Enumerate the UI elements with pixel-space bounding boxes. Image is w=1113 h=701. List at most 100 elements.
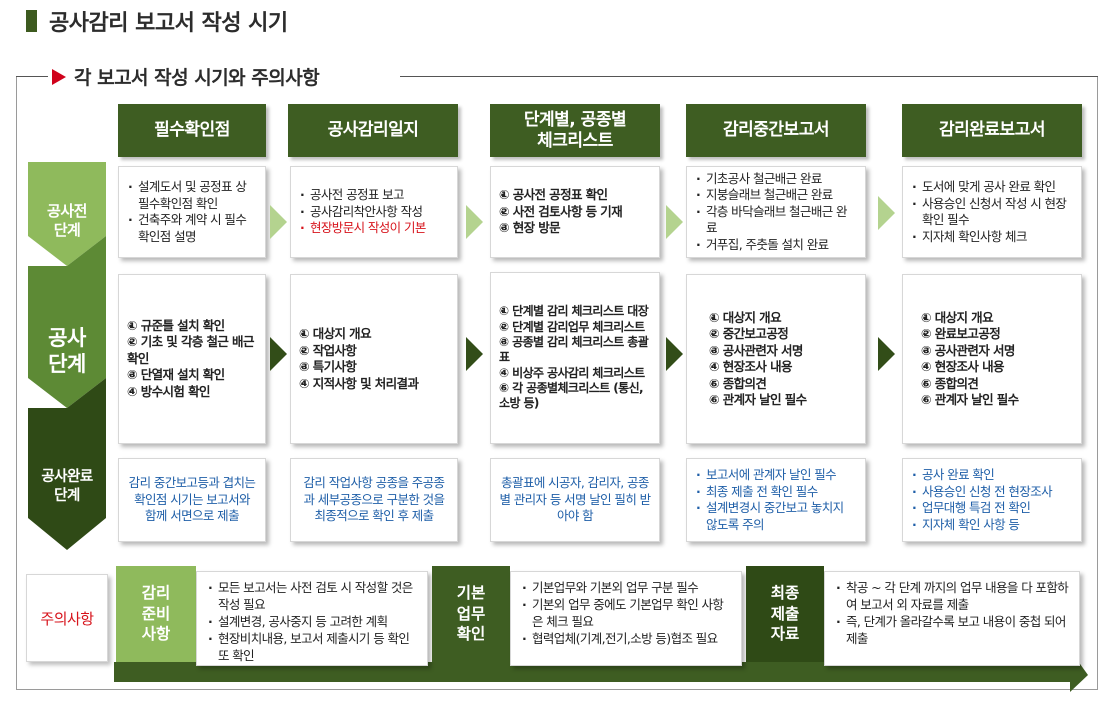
- list-item: ④ 지적사항 및 처리결과: [299, 376, 449, 393]
- list-item: ② 작업사항: [299, 343, 449, 360]
- section-header: 각 보고서 작성 시기와 주의사항: [48, 63, 330, 90]
- list-item: ③ 특기사항: [299, 359, 449, 376]
- list-item: ③ 공사관련자 서명: [921, 343, 1073, 360]
- column-header: 필수확인점: [118, 104, 266, 157]
- list-item: 사용승인 신청 전 현장조사: [911, 484, 1073, 501]
- cell-completion-completion-report: 공사 완료 확인 사용승인 신청 전 현장조사 업무대행 특검 전 확인 지자체…: [902, 458, 1082, 542]
- list-item: 사용승인 신청서 작성 시 현장확인 필수: [911, 196, 1073, 229]
- column-header-label: 감리완료보고서: [939, 120, 1045, 141]
- list-item: ③ 공종별 감리 체크리스트 총괄표: [499, 335, 651, 366]
- title-marker-icon: [26, 10, 37, 32]
- cell-pre-daily-log: 공사전 공정표 보고 공사감리착안사항 작성 현장방문시 작성이 기본: [290, 166, 458, 258]
- list-item: 모든 보고서는 사전 검토 시 작성할 것은 작성 필요: [207, 580, 417, 614]
- list-item: ③ 현장 방문: [499, 220, 651, 237]
- list-item: ① 대상지 개요: [709, 310, 857, 327]
- column-header-label: 감리중간보고서: [723, 120, 829, 141]
- chevron-right-icon: [466, 205, 483, 239]
- list-item: 지자체 확인사항 체크: [911, 229, 1073, 246]
- chevron-right-icon: [270, 337, 287, 371]
- list-item: ① 규준틀 설치 확인: [127, 318, 257, 335]
- list-item: ⑥ 관계자 날인 필수: [921, 392, 1073, 409]
- list-item: ① 대상지 개요: [299, 326, 449, 343]
- cell-text: 총괄표에 시공자, 감리자, 공종별 관리자 등 서명 날인 필히 받아야 함: [499, 475, 651, 524]
- list-item: ② 완료보고공정: [921, 326, 1073, 343]
- list-item: 즉, 단계가 올라갈수록 보고 내용이 중첩 되어 제출: [835, 614, 1069, 648]
- column-header-label: 단계별, 공종별 체크리스트: [523, 110, 627, 151]
- chevron-right-icon: [878, 337, 895, 371]
- list-item: 지붕슬래브 철근배근 완료: [695, 187, 857, 204]
- list-item: 공사감리착안사항 작성: [299, 204, 449, 221]
- list-item: ④ 현장조사 내용: [921, 359, 1073, 376]
- cell-completion-interim-report: 보고서에 관계자 날인 필수 최종 제출 전 확인 필수 설계변경시 중간보고 …: [686, 458, 866, 542]
- note-tag-prep: 감리 준비 사항: [116, 566, 196, 662]
- column-header: 감리중간보고서: [686, 104, 866, 157]
- cell-text: 감리 작업사항 공종을 주공종과 세부공종으로 구분한 것을 최종적으로 확인 …: [303, 475, 446, 524]
- cell-text: 감리 중간보고등과 겹치는 확인점 시기는 보고서와 함께 서면으로 제출: [128, 475, 256, 524]
- stage-label-completion: 공사완료 단계: [41, 469, 93, 504]
- list-item: 업무대행 특검 전 확인: [911, 500, 1073, 517]
- list-item: ② 단계별 감리업무 체크리스트: [499, 320, 651, 336]
- cell-construction-interim-report: ① 대상지 개요 ② 중간보고공정 ③ 공사관련자 서명 ④ 현장조사 내용 ⑤…: [686, 274, 866, 444]
- list-item: 협력업체(기계,전기,소방 등)협조 필요: [521, 631, 731, 648]
- chevron-right-icon: [270, 205, 287, 239]
- list-item: 건축주와 계약 시 필수확인점 설명: [127, 212, 257, 245]
- list-item: 기본업무와 기본외 업무 구분 필수: [521, 580, 731, 597]
- list-item: 착공 ~ 각 단계 까지의 업무 내용을 다 포함하여 보고서 외 자료를 제출: [835, 580, 1069, 614]
- column-header: 공사감리일지: [288, 104, 458, 157]
- list-item: ② 기초 및 각층 철근 배근 확인: [127, 334, 257, 367]
- list-item: 각층 바닥슬래브 철근배근 완료: [695, 204, 857, 237]
- list-item: ⑤ 종합의견: [921, 376, 1073, 393]
- list-item: ⑥ 관계자 날인 필수: [709, 392, 857, 409]
- note-box-basic: 기본업무와 기본외 업무 구분 필수 기본외 업무 중에도 기본업무 확인 사항…: [510, 571, 742, 666]
- note-tag-basic: 기본 업무 확인: [432, 566, 510, 662]
- cell-construction-checklist: ① 단계별 감리 체크리스트 대장 ② 단계별 감리업무 체크리스트 ③ 공종별…: [490, 272, 660, 444]
- note-box-final: 착공 ~ 각 단계 까지의 업무 내용을 다 포함하여 보고서 외 자료를 제출…: [824, 571, 1080, 666]
- list-item: 현장방문시 작성이 기본: [299, 220, 449, 237]
- red-triangle-icon: [52, 68, 66, 85]
- list-item: 보고서에 관계자 날인 필수: [695, 467, 857, 484]
- cell-completion-daily-log: 감리 작업사항 공종을 주공종과 세부공종으로 구분한 것을 최종적으로 확인 …: [290, 458, 458, 542]
- page-title-group: 공사감리 보고서 작성 시기: [26, 6, 288, 36]
- caution-label: 주의사항: [26, 574, 108, 662]
- note-tag-final: 최종 제출 자료: [746, 566, 824, 662]
- list-item: ④ 비상주 공사감리 체크리스트: [499, 366, 651, 382]
- list-item: ④ 방수시험 확인: [127, 384, 257, 401]
- divider: [16, 76, 50, 77]
- list-item: 거푸집, 주춧돌 설치 완료: [695, 237, 857, 254]
- list-item: ① 단계별 감리 체크리스트 대장: [499, 304, 651, 320]
- progress-arrow: [114, 650, 1088, 692]
- list-item: ② 사전 검토사항 등 기재: [499, 204, 651, 221]
- list-item: 현장비치내용, 보고서 제출시기 등 확인 또 확인: [207, 631, 417, 665]
- chevron-right-icon: [466, 337, 483, 371]
- list-item: ① 공사전 공정표 확인: [499, 187, 651, 204]
- list-item: 설계도서 및 공정표 상 필수확인점 확인: [127, 179, 257, 212]
- note-box-prep: 모든 보고서는 사전 검토 시 작성할 것은 작성 필요 설계변경, 공사중지 …: [196, 571, 428, 666]
- list-item: ③ 단열재 설치 확인: [127, 367, 257, 384]
- list-item: 설계변경시 중간보고 놓치지 않도록 주의: [695, 500, 857, 533]
- list-item: ② 중간보고공정: [709, 326, 857, 343]
- list-item: ④ 현장조사 내용: [709, 359, 857, 376]
- column-header-label: 공사감리일지: [327, 120, 419, 141]
- stage-arrow: [28, 162, 106, 550]
- list-item: 도서에 맞게 공사 완료 확인: [911, 179, 1073, 196]
- list-item: ① 대상지 개요: [921, 310, 1073, 327]
- cell-pre-completion-report: 도서에 맞게 공사 완료 확인 사용승인 신청서 작성 시 현장확인 필수 지자…: [902, 166, 1082, 258]
- chevron-right-icon: [666, 337, 683, 371]
- cell-completion-checkpoint: 감리 중간보고등과 겹치는 확인점 시기는 보고서와 함께 서면으로 제출: [118, 458, 266, 542]
- list-item: 공사 완료 확인: [911, 467, 1073, 484]
- page-title: 공사감리 보고서 작성 시기: [49, 11, 288, 36]
- cell-construction-daily-log: ① 대상지 개요 ② 작업사항 ③ 특기사항 ④ 지적사항 및 처리결과: [290, 274, 458, 444]
- column-header: 감리완료보고서: [902, 104, 1082, 157]
- chevron-right-icon: [666, 205, 683, 239]
- content-frame: [16, 76, 1098, 690]
- list-item: ③ 공사관련자 서명: [709, 343, 857, 360]
- list-item: ⑤ 종합의견: [709, 376, 857, 393]
- list-item: 최종 제출 전 확인 필수: [695, 484, 857, 501]
- cell-completion-checklist: 총괄표에 시공자, 감리자, 공종별 관리자 등 서명 날인 필히 받아야 함: [490, 458, 660, 542]
- divider: [400, 76, 1098, 77]
- cell-pre-checkpoint: 설계도서 및 공정표 상 필수확인점 확인 건축주와 계약 시 필수확인점 설명: [118, 166, 266, 258]
- chevron-right-icon: [878, 196, 895, 230]
- stage-label-construction: 공사 단계: [48, 325, 86, 376]
- list-item: 지자체 확인 사항 등: [911, 517, 1073, 534]
- column-header-label: 필수확인점: [154, 120, 230, 141]
